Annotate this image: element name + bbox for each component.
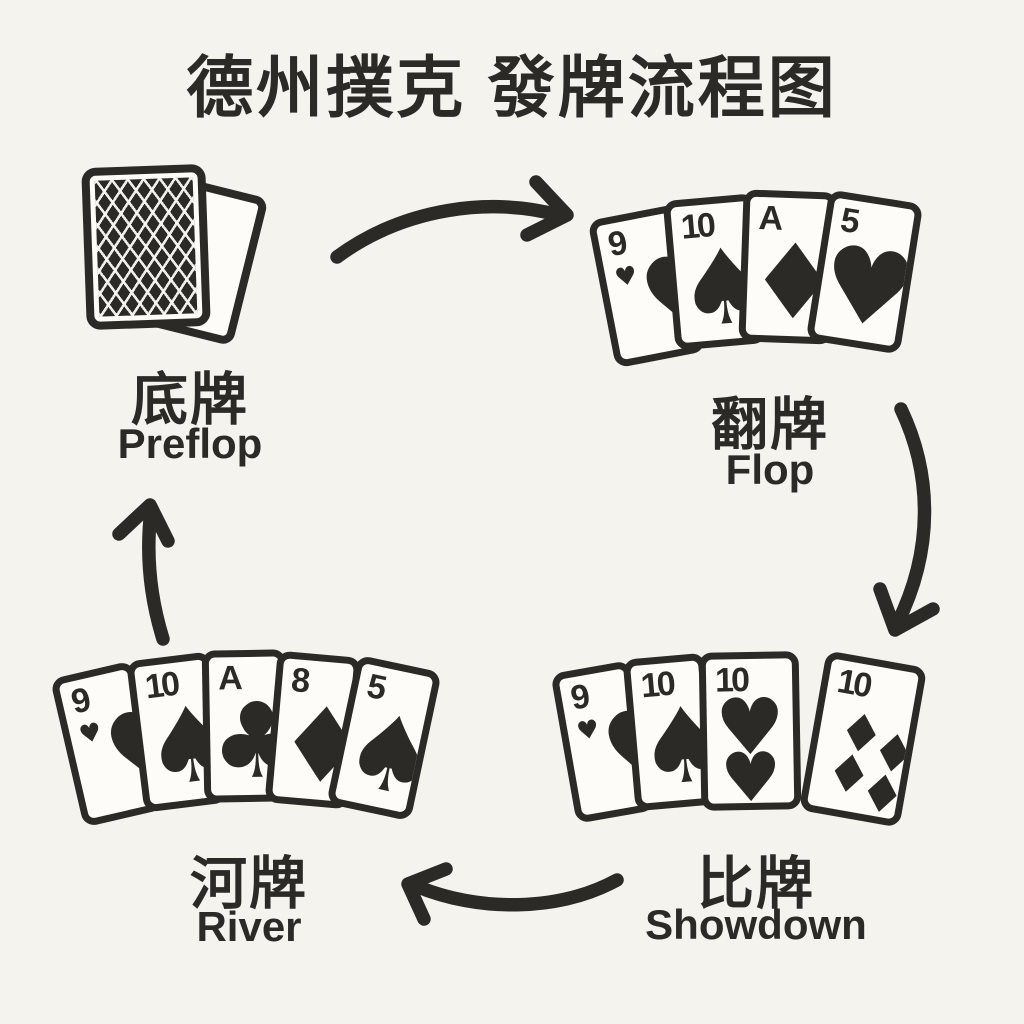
card-back-lattice-pattern xyxy=(94,177,198,317)
page-title: 德州撲克 發牌流程图 xyxy=(186,51,838,126)
diamond-icon: ♦ xyxy=(853,761,911,828)
card-back-patterned-icon xyxy=(81,163,211,331)
preflop-label-zh: 底牌 xyxy=(131,368,249,432)
spade-icon: ♠ xyxy=(332,685,442,822)
arrow-river-to-preflop-icon xyxy=(112,498,175,646)
preflop-label-en: Preflop xyxy=(117,420,263,467)
flop-label-zh: 翻牌 xyxy=(711,393,829,457)
arrow-showdown-to-river-icon xyxy=(401,862,624,926)
card-rank: 9 xyxy=(567,677,591,718)
spade-icon: ♠ xyxy=(632,681,718,811)
card-rank: 9 xyxy=(67,680,92,722)
playing-card-10-hearts: 10 ♥ ♥ xyxy=(698,651,802,811)
showdown-label-en: Showdown xyxy=(645,901,867,948)
flop-label-en: Flop xyxy=(725,446,815,493)
arrow-preflop-to-flop-icon xyxy=(330,175,574,264)
heart-icon: ♥ xyxy=(812,220,924,355)
river-label-zh: 河牌 xyxy=(190,852,308,916)
heart-icon: ♥ xyxy=(719,738,782,811)
card-rank: 10 xyxy=(834,662,873,705)
showdown-label-zh: 比牌 xyxy=(697,852,815,916)
river-label-en: River xyxy=(196,903,302,950)
playing-card-10-diamonds: 10 ♦ ♦ ♦ ♦ xyxy=(798,650,928,828)
card-rank: 9 xyxy=(604,223,628,265)
